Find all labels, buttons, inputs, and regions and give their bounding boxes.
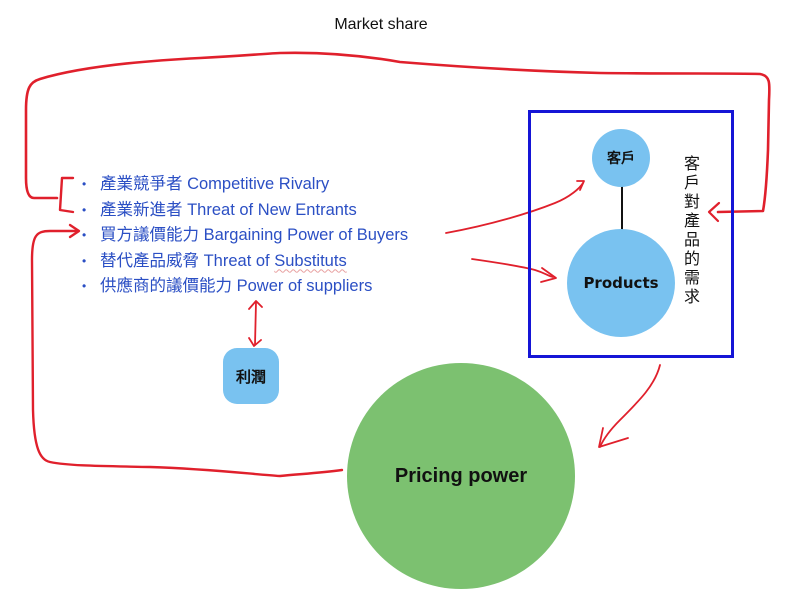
profit-double-arrow [254,301,257,346]
buyers-arrowhead-icon [68,223,81,239]
force-zh: 產業新進者 [100,200,183,219]
force-en: Competitive Rivalry [187,175,330,193]
box-to-pricing-arrow [599,364,661,448]
porter-five-forces-list: • 產業競爭者 Competitive Rivalry • 產業新進者 Threat… [82,172,408,300]
force-zh: 買方議價能力 [100,226,199,244]
bullet-icon: • [82,202,87,217]
force-item-rivalry: • 產業競爭者 Competitive Rivalry [82,172,408,198]
force-zh: 替代產品威脅 [100,251,199,270]
force-item-buyers: • 買方議價能力 Bargaining Power of Buyers [82,223,408,249]
force-item-suppliers: • 供應商的議價能力 Power of suppliers [82,274,408,300]
pricing-arrowhead-icon [598,427,629,448]
force-en: Power of suppliers [236,277,373,295]
customer-product-box [528,110,734,358]
customer-product-connector [621,186,623,230]
bracket-icon [58,176,75,214]
profit-node: 利潤 [223,348,279,404]
bullet-icon: • [82,253,87,268]
force-item-new-entrants: • 產業新進者 Threat of New Entrants [82,198,408,224]
force-en: Threat of [203,251,270,270]
force-en: Bargaining Power of Buyers [203,226,409,244]
profit-arrowhead-up-icon [248,300,263,310]
customer-node: 客戶 [592,129,650,187]
profit-arrowhead-down-icon [248,337,262,347]
customer-demand-label: 客戶對產品的需求 [683,154,700,306]
market-share-label: Market share [334,16,428,33]
bullet-icon: • [82,279,87,293]
bullet-icon: • [82,177,87,191]
force-zh: 供應商的議價能力 [100,277,232,295]
force-zh: 產業競爭者 [100,175,183,193]
force-item-substitutes: • 替代產品威脅 Threat of Substituts [82,249,408,275]
force-en: Threat of New Entrants [187,200,357,219]
bullet-icon: • [82,228,87,242]
products-node: Products [567,229,675,337]
pricing-power-node: Pricing power [347,363,575,589]
force-en-misspelled: Substituts [274,251,347,270]
